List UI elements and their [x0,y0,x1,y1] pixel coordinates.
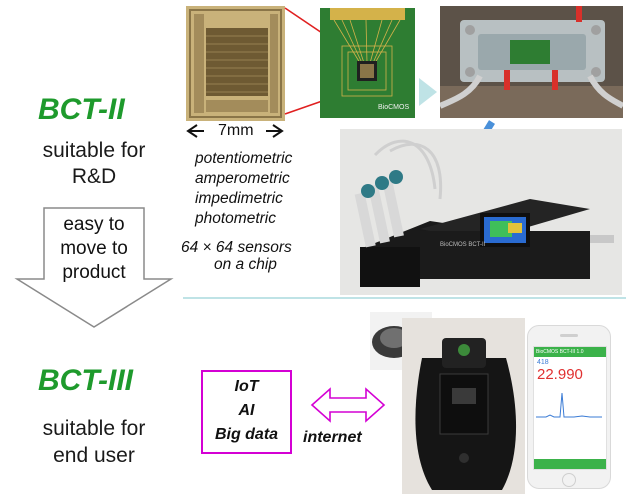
sensor-mode-item: amperometric [195,170,290,187]
bct3-device-image [402,318,525,494]
feature-big-data: Big data [214,426,279,443]
down-arrow-shape [14,207,174,328]
phone-graph [536,392,602,418]
chip-board-label: BioCMOS [378,104,410,111]
bct2-desc-line2: R&D [71,165,117,188]
phone-screen: BioCMOS BCT-III 1.0 418 22.990 [533,346,607,470]
phone-app-header: BioCMOS BCT-III 1.0 [534,347,606,357]
phone-home-button[interactable] [562,473,576,487]
bct3-desc-line2: end user [53,444,135,467]
section-divider [183,297,626,299]
sensor-mode-item: potentiometric [195,150,293,167]
bct2-device-image: BioCMOS BCT-II [340,129,622,295]
chip-micrograph-image [186,6,285,121]
sensor-mode-item: impedimetric [195,190,283,207]
bct3-title: BCT-III [38,364,133,397]
down-arrow-line2: move to [60,238,128,259]
scale-label: 7mm [218,122,254,139]
double-arrow-icon [310,387,386,423]
down-arrow-text: easy to move to product [44,213,144,285]
down-arrow-line3: product [62,262,126,283]
right-triangle-arrow [419,78,437,106]
phone-speaker [560,334,578,337]
sensor-count-line2: on a chip [214,256,277,273]
connection-label: internet [303,429,362,446]
scale-right-arrow [266,124,284,138]
sensor-mode-item: photometric [195,210,276,227]
bct2-title: BCT-II [38,93,125,126]
phone-small-value: 418 [537,359,549,366]
flow-cell-image [440,6,623,118]
device-label: BioCMOS BCT-II [440,242,486,248]
feature-iot: IoT [234,378,259,395]
features-box: IoT AI Big data [201,370,292,454]
sensor-count-line1: 64 × 64 sensors [181,239,292,256]
chip-board-image: BioCMOS [320,8,415,118]
feature-ai: AI [238,402,255,419]
down-arrow-line1: easy to [63,214,125,235]
scale-left-arrow [186,124,204,138]
smartphone-image: BioCMOS BCT-III 1.0 418 22.990 [527,325,611,489]
phone-footer-bar [534,459,606,469]
bct2-desc-line1: suitable for [42,139,146,162]
bct3-desc-line1: suitable for [42,417,146,440]
sensor-modes-list: potentiometric amperometric impedimetric… [195,149,292,229]
phone-big-value: 22.990 [537,366,583,383]
